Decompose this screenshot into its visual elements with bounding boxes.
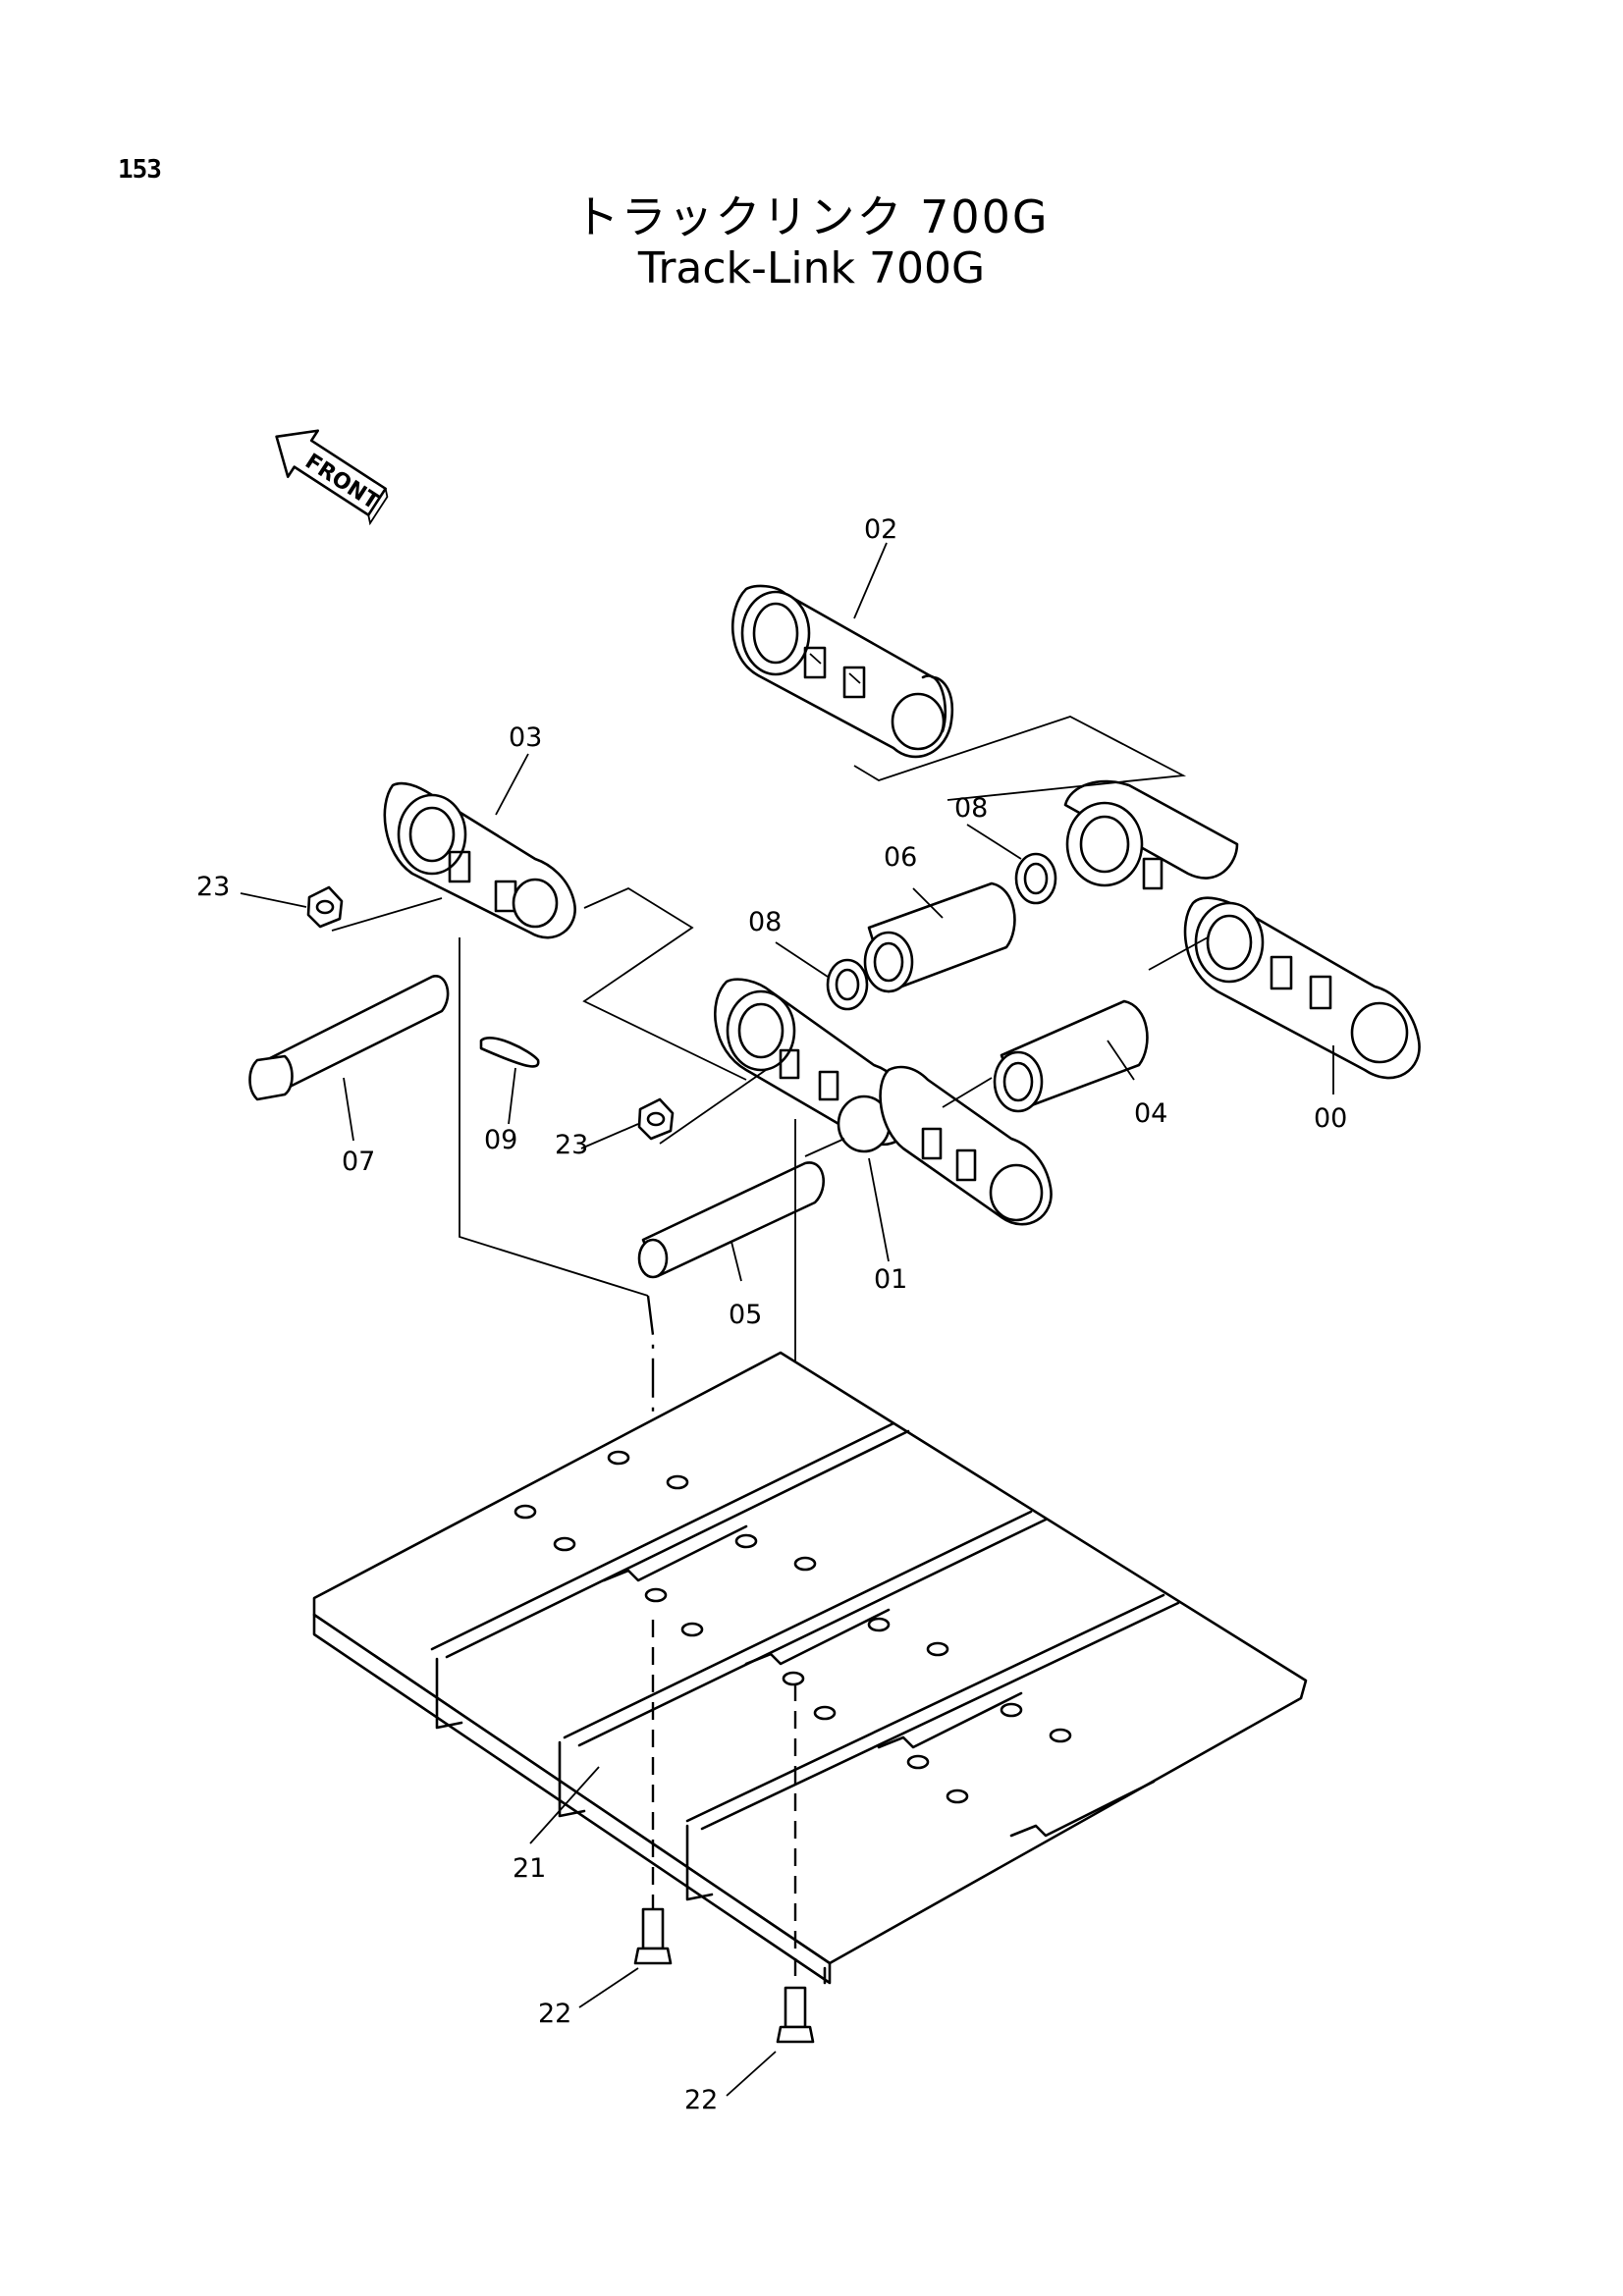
callout-03: 03 [509, 722, 542, 753]
track-link-01 [714, 978, 1053, 1226]
pin-05 [637, 1161, 825, 1279]
callout-23-upper: 23 [196, 872, 230, 902]
seal-08-lower [826, 958, 869, 1011]
track-link-00 [1063, 779, 1421, 1080]
callout-01: 01 [874, 1264, 907, 1295]
callout-leaders [240, 542, 1334, 2097]
callout-21: 21 [513, 1853, 546, 1884]
callout-09: 09 [484, 1125, 517, 1155]
title-english: Track-Link 700G [637, 243, 986, 294]
callout-22-right: 22 [684, 2085, 718, 2115]
callout-23-lower: 23 [555, 1130, 588, 1160]
callout-07: 07 [342, 1147, 375, 1177]
title-japanese: トラックリンク 700G [573, 190, 1050, 243]
callout-05: 05 [729, 1300, 762, 1330]
cotter-pin-09 [479, 1037, 540, 1068]
track-link-03 [383, 781, 576, 939]
callout-06: 06 [884, 842, 917, 873]
callout-00: 00 [1314, 1103, 1347, 1134]
track-link-02 [730, 584, 954, 759]
callout-22-left: 22 [538, 1999, 571, 2029]
master-pin-07 [248, 975, 450, 1101]
bolt-22-left [633, 1620, 673, 1965]
nut-23-lower [637, 1097, 675, 1141]
bushing-06 [863, 881, 1016, 993]
callout-04: 04 [1134, 1098, 1167, 1129]
callout-labels: 02 03 23 08 06 08 04 00 07 09 23 01 05 2… [196, 514, 1347, 2115]
bolt-22-right [776, 1683, 815, 2044]
callout-02: 02 [864, 514, 897, 545]
front-arrow-icon: FRONT [275, 429, 389, 526]
seal-08-upper [1014, 852, 1057, 905]
callout-08-lower: 08 [748, 907, 782, 937]
callout-08-upper: 08 [954, 793, 988, 824]
track-shoe-21 [312, 1351, 1308, 1985]
nut-23-upper [306, 885, 344, 929]
page-number: 153 [118, 155, 162, 185]
bushing-04 [993, 999, 1149, 1113]
